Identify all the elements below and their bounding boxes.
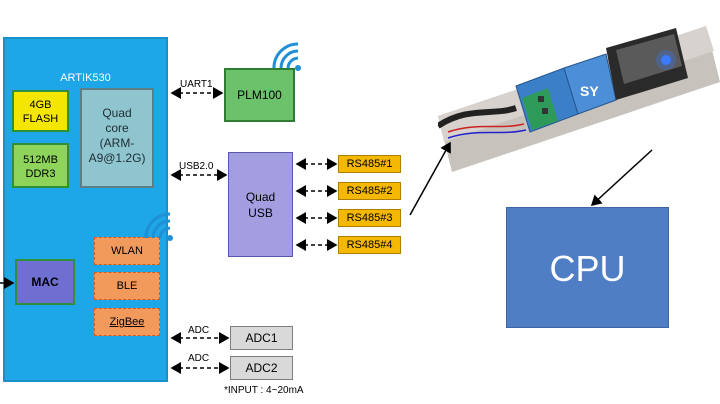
- adc1-block: ADC1: [230, 326, 293, 350]
- quad-usb-block: Quad USB: [228, 152, 293, 257]
- flash-label: FLASH: [22, 113, 59, 125]
- wifi-icon: [272, 42, 301, 71]
- svg-text:SY: SY: [580, 83, 599, 99]
- rs485-port-3: RS485#3: [338, 209, 401, 227]
- ddr-memory-block: 512MB DDR3: [12, 143, 69, 188]
- plm100-block: PLM100: [224, 68, 295, 122]
- rs485-port-4: RS485#4: [338, 236, 401, 254]
- ble-module: BLE: [94, 272, 160, 300]
- ddr-size: 512MB: [23, 154, 58, 166]
- wifi-icon: [144, 212, 173, 241]
- flash-memory-block: 4GB FLASH: [12, 90, 69, 132]
- usb-link-label: USB2.0: [179, 161, 214, 172]
- adc1-link-label: ADC: [188, 325, 210, 336]
- quad-core-line3: (ARM-: [99, 136, 135, 150]
- quad-core-line2: core: [105, 121, 129, 135]
- quad-usb-line1: Quad: [245, 190, 276, 204]
- quad-core-line1: Quad: [102, 106, 132, 120]
- uart-link-label: UART1: [180, 79, 213, 90]
- board-title: ARTIK530: [60, 72, 111, 84]
- adapter-to-cpu-arrow: [590, 149, 653, 207]
- flash-size: 4GB: [29, 99, 52, 111]
- quad-core-cpu-block: Quad core (ARM- A9@1.2G): [80, 88, 154, 188]
- rs485-port-1: RS485#1: [338, 155, 401, 173]
- quad-usb-line2: USB: [248, 206, 273, 220]
- adc2-link-label: ADC: [188, 353, 210, 364]
- zigbee-module: ZigBee: [94, 308, 160, 336]
- ddr-label: DDR3: [25, 168, 56, 180]
- usb-rs485-adapter-photo: SY: [438, 26, 720, 172]
- rs485-to-adapter-arrow: [409, 141, 451, 216]
- adc2-block: ADC2: [230, 356, 293, 380]
- quad-core-line4: A9@1.2G): [88, 151, 146, 165]
- mac-block: MAC: [15, 259, 75, 305]
- rs485-port-2: RS485#2: [338, 182, 401, 200]
- wlan-module: WLAN: [94, 237, 160, 265]
- cpu-block: CPU: [506, 207, 669, 328]
- input-note: *INPUT : 4~20mA: [224, 385, 304, 396]
